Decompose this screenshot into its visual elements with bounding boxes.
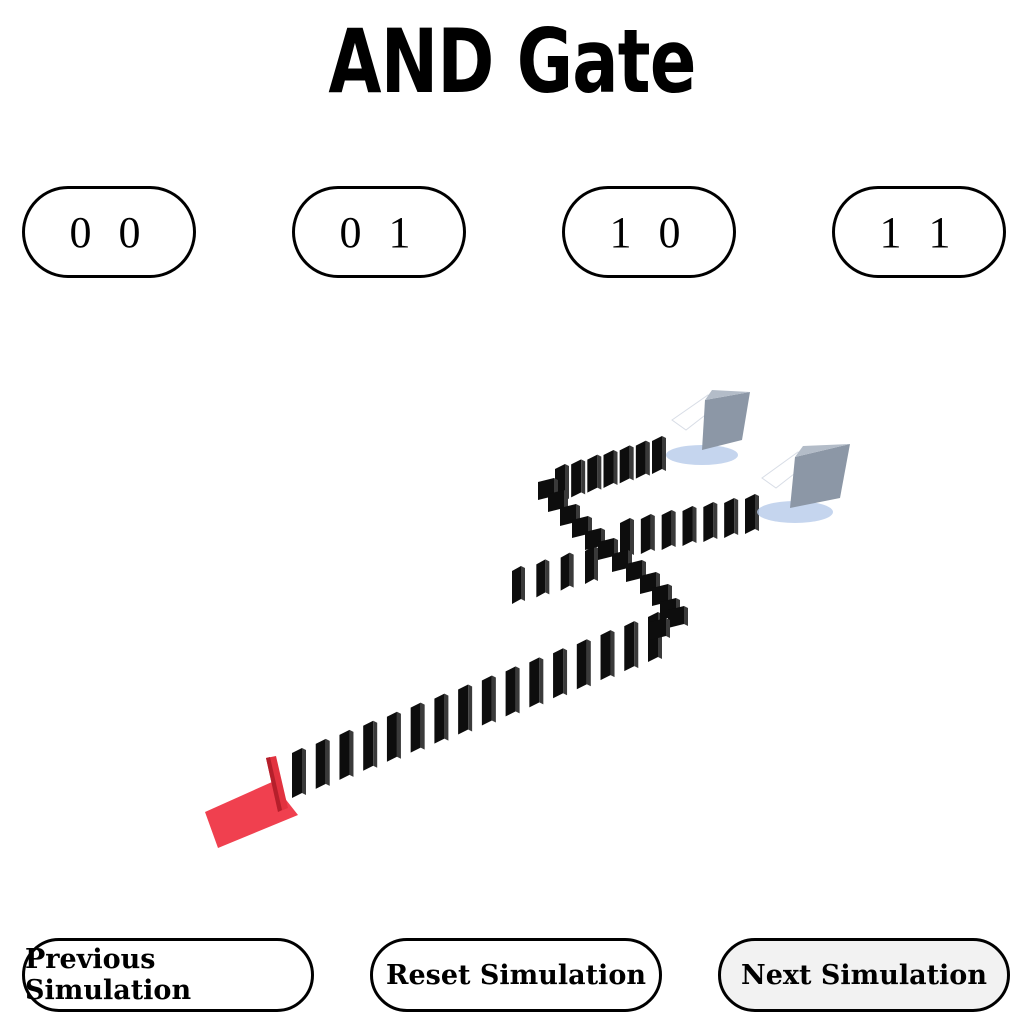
input-11-button[interactable]: 1 1 — [832, 186, 1006, 278]
domino-simulation-viewport[interactable] — [0, 300, 1024, 920]
domino — [652, 584, 668, 606]
domino — [587, 454, 598, 493]
domino-side — [629, 445, 634, 481]
domino — [585, 528, 601, 550]
domino — [339, 729, 350, 780]
domino — [635, 440, 646, 479]
start-pusher-side — [266, 757, 282, 812]
domino-side — [650, 514, 655, 551]
domino — [598, 538, 614, 560]
domino-side — [597, 454, 602, 490]
domino-side — [563, 648, 568, 696]
domino-side — [755, 494, 759, 531]
domino — [585, 546, 594, 584]
domino — [505, 666, 516, 717]
domino-main-line — [292, 612, 662, 798]
domino-side — [630, 518, 634, 555]
domino-side — [645, 440, 650, 476]
previous-simulation-button[interactable]: Previous Simulation — [22, 938, 314, 1012]
domino-stub — [512, 546, 598, 604]
domino — [434, 693, 445, 744]
domino — [571, 459, 582, 498]
domino-side — [565, 464, 569, 499]
domino-side — [396, 711, 401, 759]
domino-side — [634, 621, 639, 669]
domino — [620, 518, 630, 558]
domino-junction — [538, 478, 688, 640]
domino — [626, 560, 642, 582]
domino-side — [581, 459, 586, 495]
domino — [548, 490, 564, 512]
page-title: AND Gate — [328, 10, 696, 113]
domino — [682, 506, 693, 546]
domino-side — [468, 684, 473, 732]
domino-side — [662, 436, 666, 471]
domino-side — [420, 702, 425, 750]
domino-side — [692, 506, 697, 543]
domino — [661, 510, 672, 550]
domino-side — [610, 630, 615, 678]
domino — [458, 684, 469, 735]
domino — [553, 648, 564, 699]
input-01-button[interactable]: 0 1 — [292, 186, 466, 278]
domino — [600, 630, 611, 681]
domino-side — [713, 502, 718, 539]
end-target-lower — [757, 444, 850, 523]
domino — [572, 516, 588, 538]
domino-branch-lower — [620, 494, 759, 558]
domino — [668, 606, 684, 628]
domino — [603, 450, 614, 488]
domino-side — [373, 720, 378, 768]
end-target-upper — [666, 390, 750, 465]
domino — [624, 621, 635, 672]
domino — [363, 720, 374, 771]
domino-side — [734, 498, 739, 535]
domino — [652, 436, 662, 474]
domino-side — [545, 559, 550, 595]
domino-side — [302, 748, 306, 795]
domino — [576, 639, 587, 690]
domino-side — [668, 584, 672, 604]
domino-side — [569, 552, 574, 588]
domino-side — [684, 606, 688, 626]
domino-side — [613, 450, 618, 485]
domino-side — [491, 675, 496, 723]
domino-side — [444, 693, 449, 741]
reset-simulation-button[interactable]: Reset Simulation — [370, 938, 662, 1012]
domino-branch-upper — [555, 436, 666, 502]
domino — [560, 552, 570, 591]
domino-side — [586, 639, 591, 687]
domino — [640, 514, 651, 554]
domino-side — [515, 666, 520, 714]
domino — [410, 702, 421, 753]
domino — [292, 748, 302, 798]
domino — [650, 618, 666, 640]
domino-side — [564, 490, 568, 510]
start-pad — [205, 782, 298, 848]
input-10-button[interactable]: 1 0 — [562, 186, 736, 278]
domino — [703, 502, 714, 542]
domino-side — [594, 546, 598, 581]
domino — [481, 675, 492, 726]
domino-side — [671, 510, 676, 547]
domino — [612, 550, 628, 572]
domino — [619, 445, 630, 484]
input-00-button[interactable]: 0 0 — [22, 186, 196, 278]
domino — [315, 738, 326, 789]
domino-side — [539, 657, 544, 705]
domino-side — [521, 566, 525, 601]
domino-side — [349, 729, 354, 777]
domino-side — [666, 618, 670, 638]
domino-side — [325, 738, 330, 786]
domino — [386, 711, 397, 762]
domino — [724, 498, 735, 538]
next-simulation-button[interactable]: Next Simulation — [718, 938, 1010, 1012]
domino — [536, 559, 546, 598]
domino — [529, 657, 540, 708]
domino — [512, 566, 521, 604]
domino — [745, 494, 755, 534]
